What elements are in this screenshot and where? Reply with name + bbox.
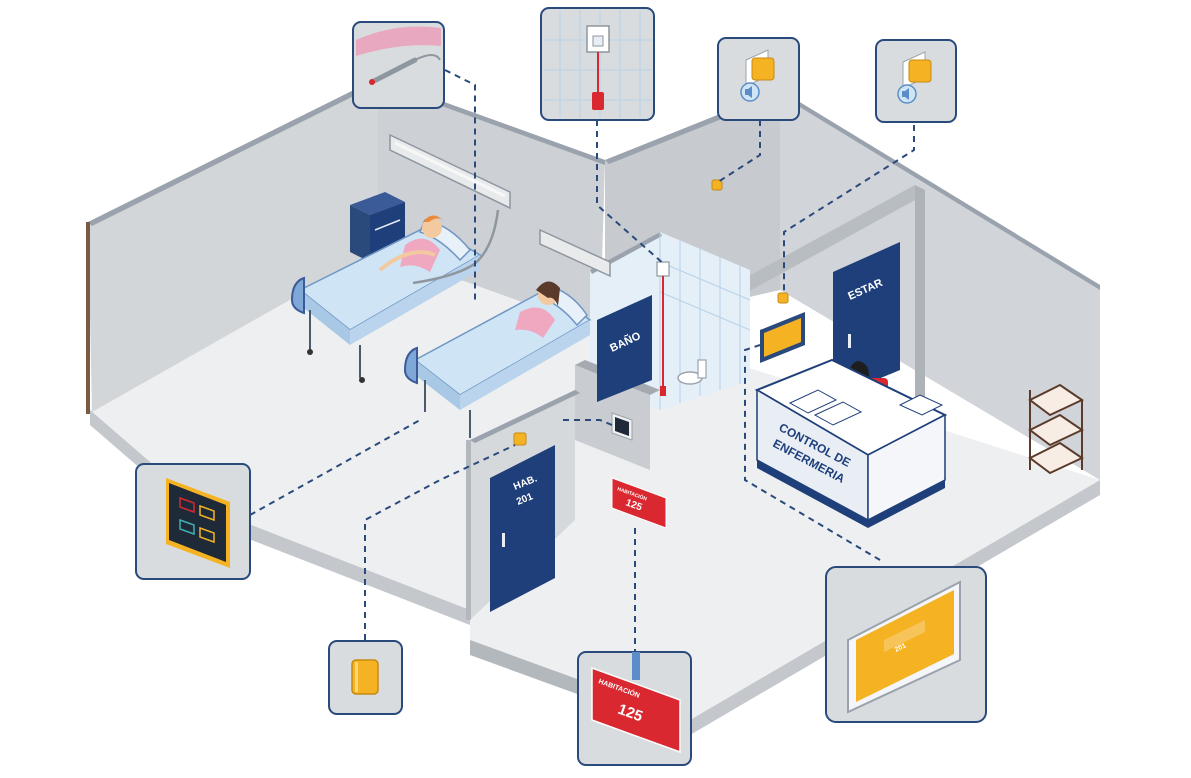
corridor-light bbox=[778, 293, 788, 303]
callout-corridor-light-sound bbox=[876, 40, 956, 122]
callout-corridor-light bbox=[329, 641, 402, 714]
corridor-display bbox=[760, 312, 805, 363]
callout-bed-pull-cord bbox=[353, 22, 444, 108]
callout-bathroom-pull-cord bbox=[541, 8, 654, 120]
pull-cord-unit bbox=[657, 262, 669, 276]
supply-trolley bbox=[1030, 385, 1082, 473]
callout-room-terminal bbox=[136, 464, 250, 579]
callout-room-sign: HABITACIÓN 125 bbox=[578, 652, 691, 765]
callout-corridor-light-sound bbox=[718, 38, 799, 120]
callout-nurse-tablet: 201 bbox=[826, 567, 986, 722]
corridor-light bbox=[514, 433, 526, 445]
